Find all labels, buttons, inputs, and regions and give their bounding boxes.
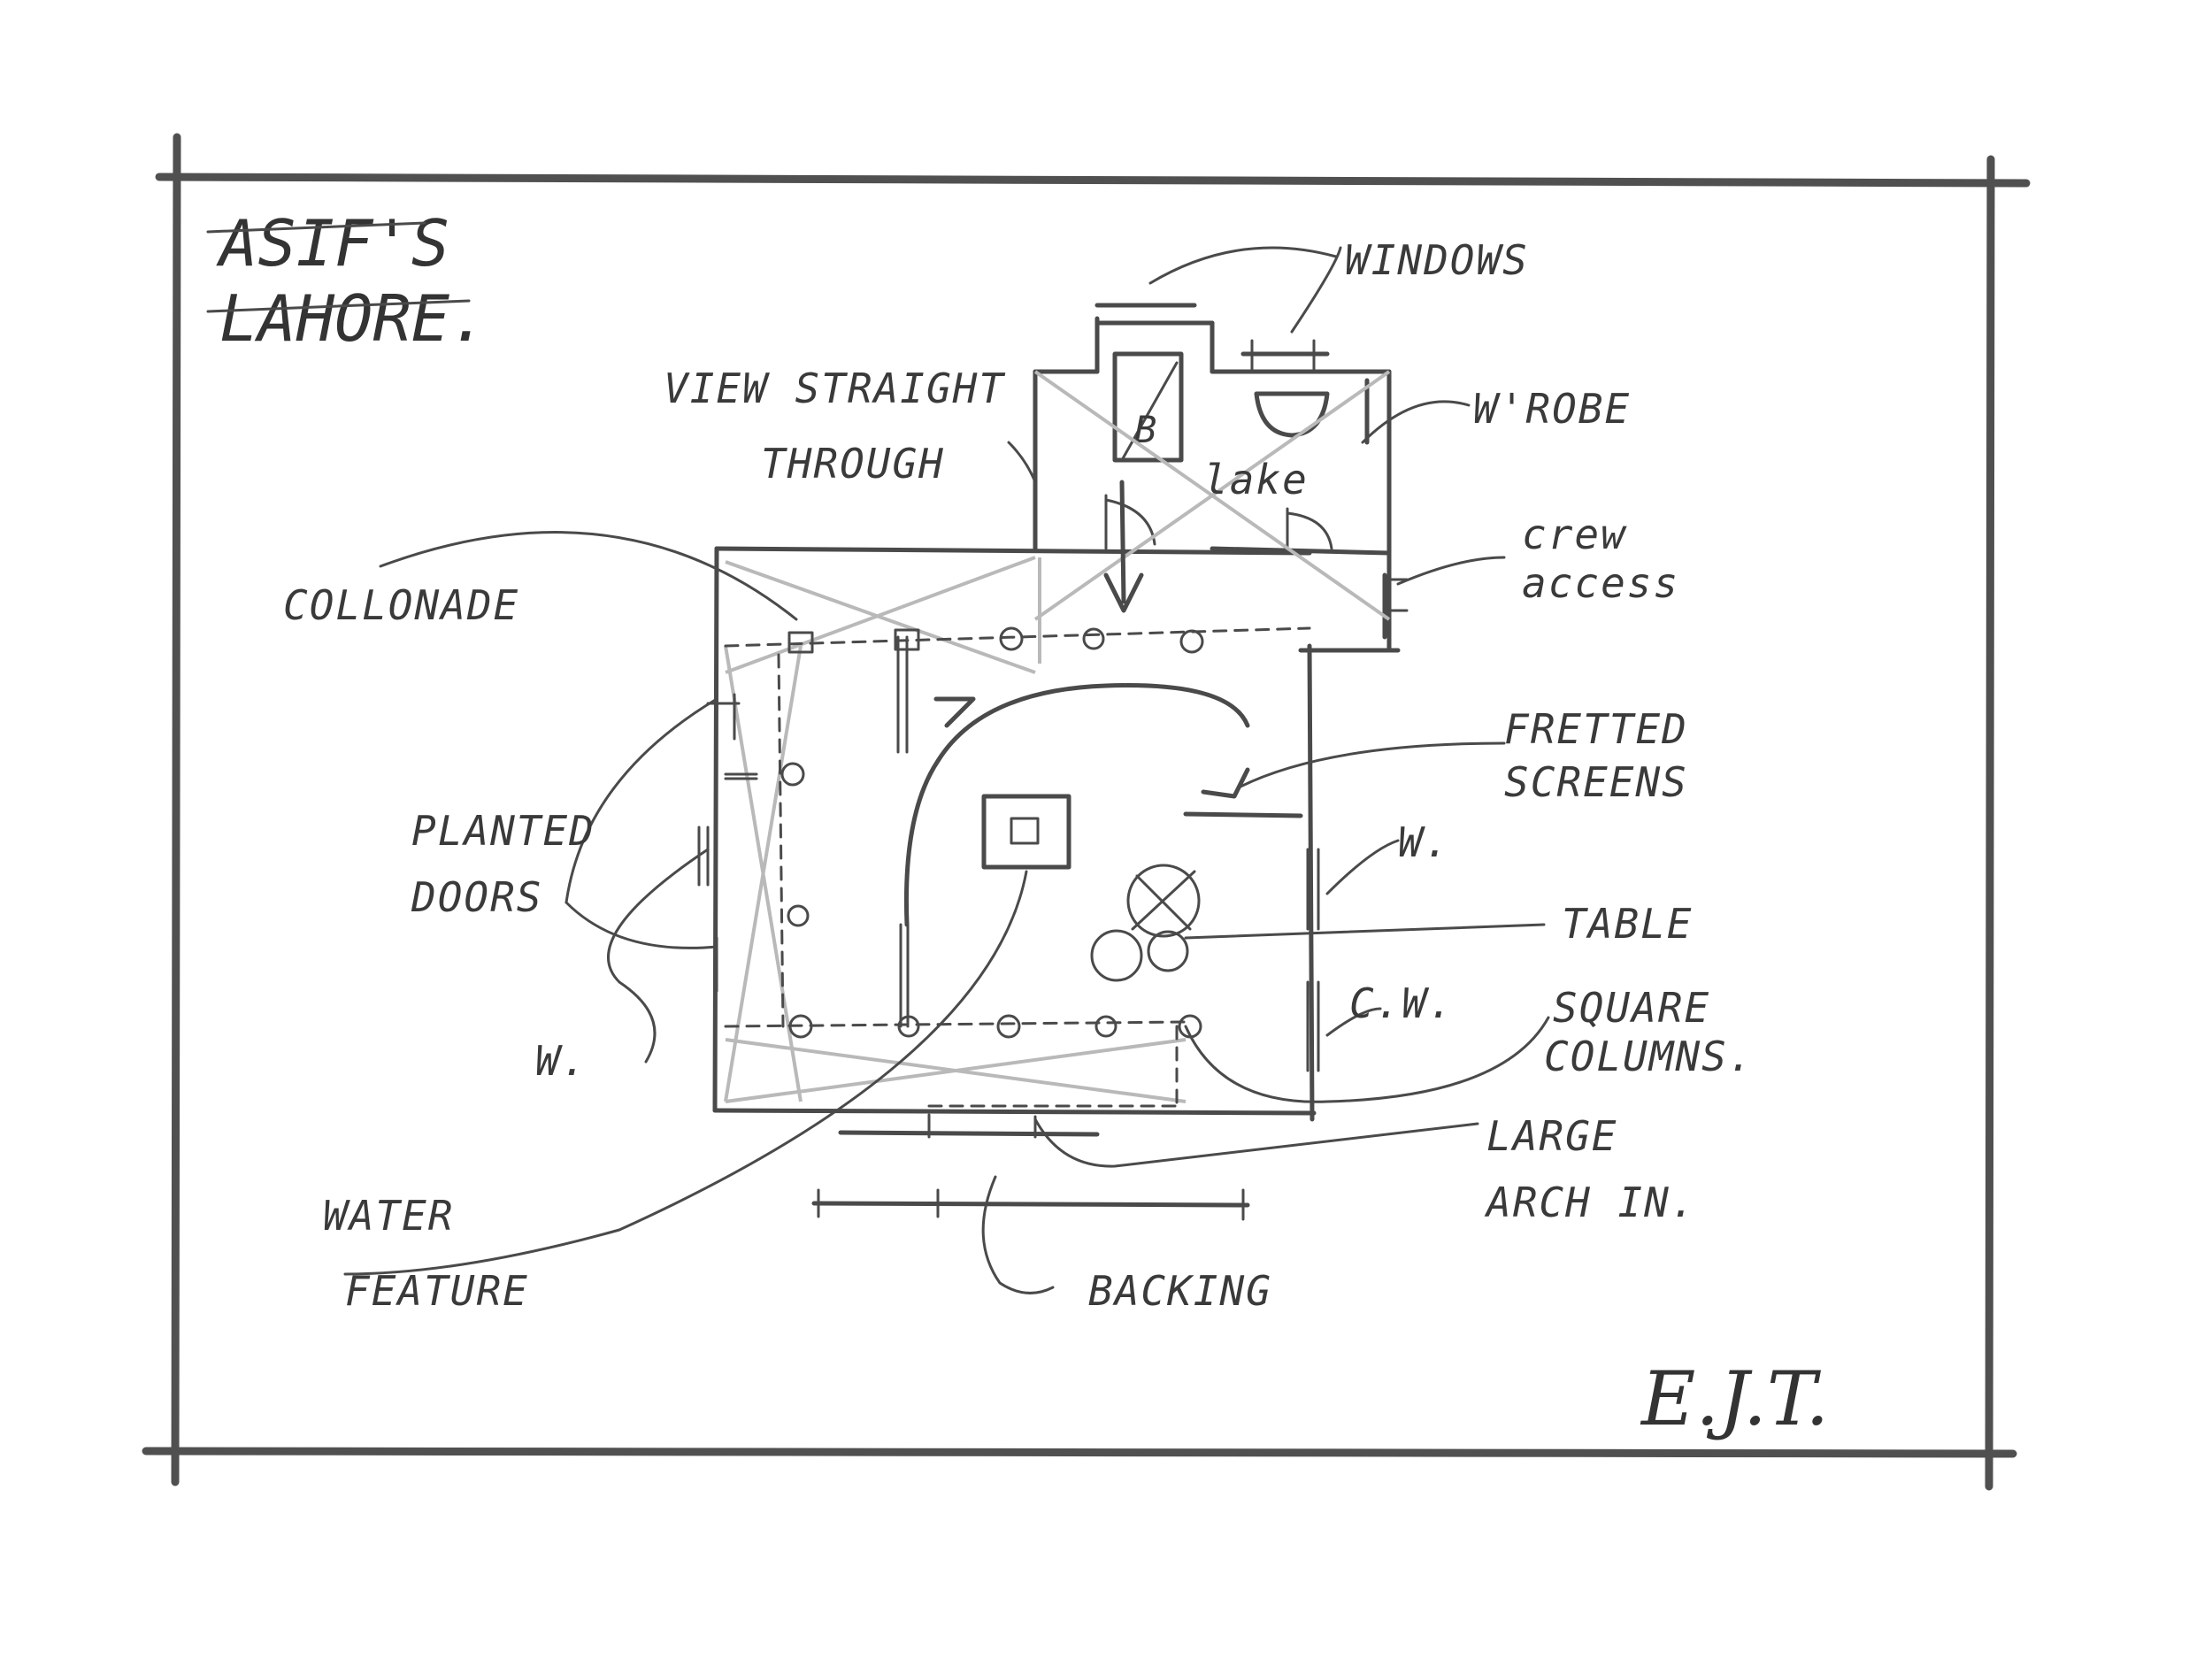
floor-plan: B [697,303,1409,1221]
label-large-line1: LARGE [1486,1112,1617,1160]
label-cw: C.W. [1349,979,1455,1027]
annotation-leaders [343,246,1550,1294]
label-w-right: W. [1398,818,1450,866]
label-windows: WINDOWS [1345,236,1529,284]
sheet-frame [142,133,2031,1491]
label-wrobe: W'ROBE [1473,385,1631,433]
annotation-labels: WINDOWS W'ROBE VIEW STRAIGHT THROUGH lak… [283,236,1755,1315]
label-backing: BACKING [1088,1267,1272,1315]
label-square-line2: COLUMNS. [1544,1033,1755,1080]
label-view-line1: VIEW STRAIGHT [664,365,1005,412]
label-planted-line1: PLANTED [411,807,595,855]
label-view-line2: THROUGH [761,440,945,488]
title-line-2: LAHORE. [219,281,488,356]
sheet-title: ASIF'S LAHORE. [206,206,488,356]
label-lake: lake [1203,456,1309,503]
label-planted-line2: DOORS [411,873,542,921]
title-line-1: ASIF'S [216,206,449,280]
label-fretted-line1: FRETTED [1504,705,1688,753]
label-table: TABLE [1562,900,1693,948]
label-collonade: COLLONADE [283,581,519,629]
label-water-line1: WATER [323,1192,454,1240]
label-w-left: W. [535,1037,588,1085]
label-crew-line2: access [1522,559,1679,607]
label-water-line2: FEATURE [345,1267,529,1315]
label-crew-line1: crew [1522,511,1627,558]
label-large-line2: ARCH IN. [1484,1179,1697,1226]
label-fretted-line2: SCREENS [1504,758,1688,806]
label-square-line1: SQUARE [1553,984,1710,1032]
signature: E.J.T. [1640,1356,1829,1442]
square-columns [780,626,1204,1039]
